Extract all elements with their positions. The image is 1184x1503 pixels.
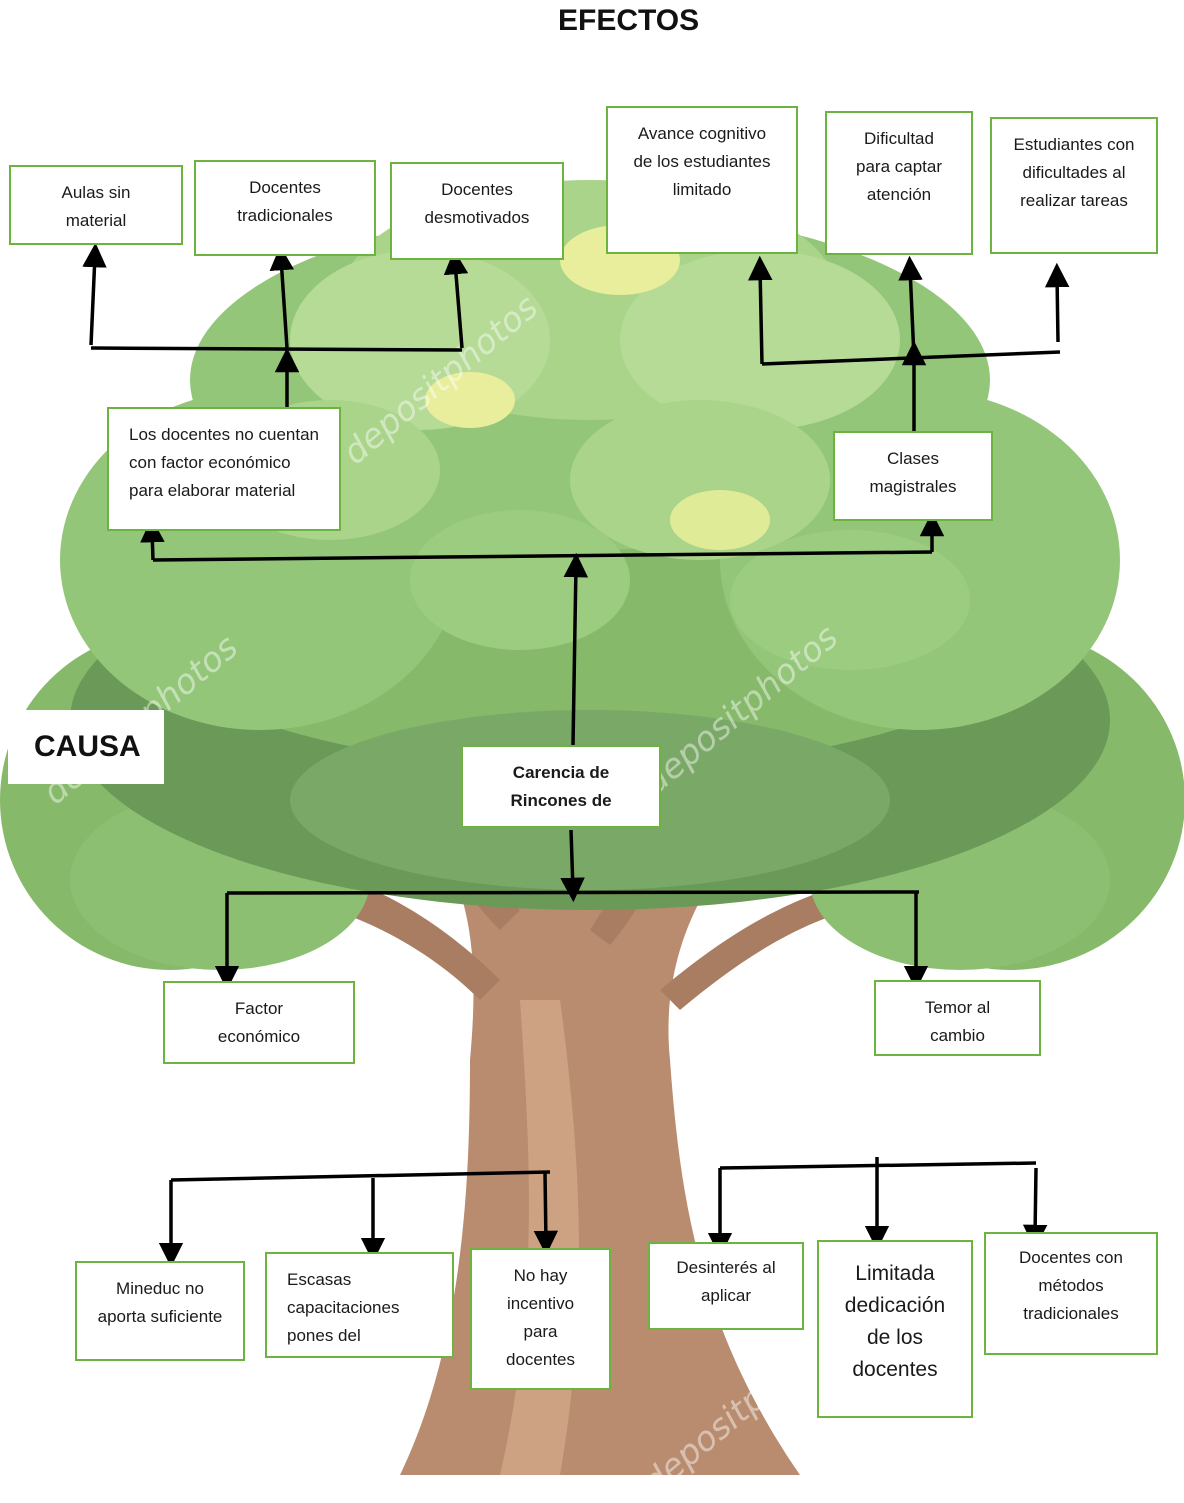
sub-cause-box: Escasas capacitaciones pones del: [265, 1252, 454, 1358]
secondary-box: Los docentes no cuentan con factor econó…: [107, 407, 341, 531]
effect-box: Estudiantes con dificultades al realizar…: [990, 117, 1158, 254]
sub-cause-box: No hay incentivo para docentes: [470, 1248, 611, 1390]
cause-heading: CAUSA: [8, 710, 164, 784]
central-problem-box: Carencia de Rincones de: [461, 745, 661, 828]
sub-cause-box: Mineduc no aporta suficiente: [75, 1261, 245, 1361]
tree-branch: [660, 880, 870, 1010]
effect-box: Docentes desmotivados: [390, 162, 564, 260]
secondary-box: Clases magistrales: [833, 431, 993, 521]
sub-cause-box: Desinterés al aplicar: [648, 1242, 804, 1330]
effect-box: Dificultad para captar atención: [825, 111, 973, 255]
effect-box: Aulas sin material: [9, 165, 183, 245]
effect-box: Docentes tradicionales: [194, 160, 376, 256]
sub-cause-box: Docentes con métodos tradicionales: [984, 1232, 1158, 1355]
effects-heading: EFECTOS: [558, 4, 700, 37]
sub-cause-box: Limitada dedicación de los docentes: [817, 1240, 973, 1418]
cause-box: Factor económico: [163, 981, 355, 1064]
effect-box: Avance cognitivo de los estudiantes limi…: [606, 106, 798, 254]
cause-box: Temor al cambio: [874, 980, 1041, 1056]
